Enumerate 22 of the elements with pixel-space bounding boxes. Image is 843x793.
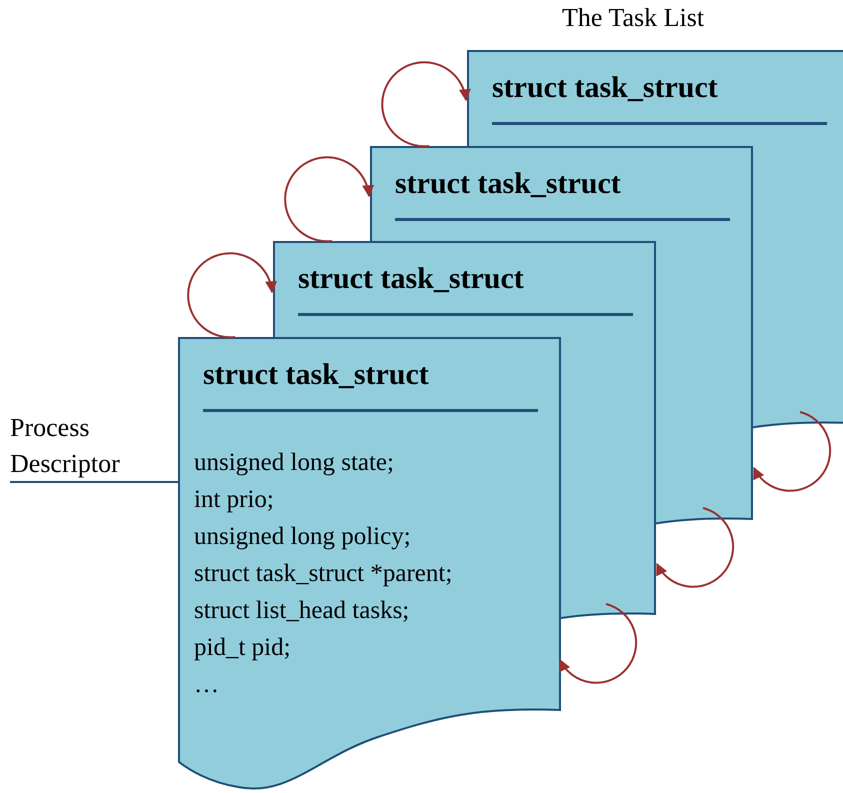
struct-name: struct task_struct	[492, 70, 718, 106]
diagram-title: The Task List	[562, 3, 704, 33]
document-card	[273, 241, 656, 337]
field-declaration: unsigned long state;	[194, 448, 395, 478]
curved-arrow	[284, 156, 374, 242]
field-declaration: struct list_head tasks;	[194, 596, 410, 626]
document-card	[467, 50, 843, 146]
curved-arrow	[559, 603, 638, 684]
callout-text: Process Descriptor	[10, 410, 150, 482]
field-declaration: unsigned long policy;	[194, 522, 412, 552]
leader-line	[10, 481, 178, 483]
field-declaration: pid_t pid;	[194, 633, 292, 663]
struct-name: struct task_struct	[203, 357, 429, 393]
curved-arrow	[753, 411, 832, 492]
curved-arrow	[187, 252, 276, 338]
curved-arrow	[656, 507, 734, 588]
struct-name: struct task_struct	[298, 261, 524, 297]
field-declaration: int prio;	[194, 485, 275, 515]
field-declaration: struct task_struct *parent;	[194, 559, 452, 589]
field-declaration: …	[194, 670, 220, 700]
curved-arrow	[381, 61, 470, 148]
struct-name: struct task_struct	[395, 166, 621, 202]
